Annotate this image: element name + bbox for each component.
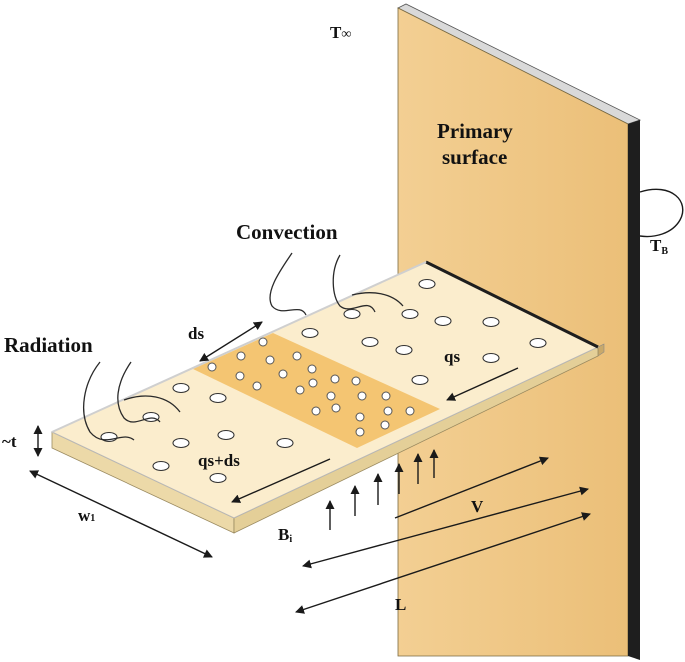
hole	[276, 437, 294, 449]
hole	[207, 362, 217, 372]
radiation-wave	[117, 361, 161, 423]
radiation-wave	[83, 361, 135, 441]
bi-label: Bi	[278, 525, 292, 545]
hole	[308, 378, 318, 388]
hole	[381, 391, 391, 401]
hole	[383, 406, 393, 416]
hole	[401, 308, 419, 320]
plate-back-edge	[425, 260, 599, 349]
hole	[355, 427, 365, 437]
hole	[307, 364, 317, 374]
hole	[265, 355, 275, 365]
convection-label: Convection	[236, 220, 338, 244]
hole	[292, 351, 302, 361]
w1-subscript: 1	[90, 513, 95, 524]
hole	[209, 472, 227, 484]
qs-ds-arrow	[231, 458, 331, 503]
convection-wave	[269, 252, 307, 316]
hole	[331, 403, 341, 413]
qs-label: qs	[444, 347, 460, 366]
hole	[482, 316, 500, 328]
hole	[295, 385, 305, 395]
hole	[343, 308, 361, 320]
hole	[482, 352, 500, 364]
plate-holes	[100, 278, 547, 484]
ds-label: ds	[188, 324, 204, 343]
hole	[172, 437, 190, 449]
hole	[405, 406, 415, 416]
bi-subscript: i	[289, 534, 292, 545]
l-label: L	[395, 595, 406, 614]
hole	[411, 374, 429, 386]
w1-label: w1	[78, 506, 95, 525]
t-infinity-symbol: ∞	[341, 27, 351, 42]
hole	[361, 336, 379, 348]
hole	[355, 412, 365, 422]
hole	[326, 391, 336, 401]
hole	[217, 429, 235, 441]
radiation-wave	[123, 395, 181, 413]
thickness-label: ~t	[2, 432, 17, 451]
convection-wave	[332, 254, 376, 313]
hole	[152, 460, 170, 472]
plate-element-ds	[193, 333, 440, 448]
hole	[434, 315, 452, 327]
hole	[236, 351, 246, 361]
tb-indicator-loop	[639, 188, 684, 238]
hole	[357, 391, 367, 401]
v-label: V	[471, 497, 484, 516]
hole	[418, 278, 436, 290]
radiation-waves	[83, 361, 181, 441]
convection-wave	[351, 292, 404, 307]
w1-arrow	[29, 470, 213, 558]
l-arrow	[295, 512, 591, 614]
tb-label: TB	[650, 236, 668, 257]
hole	[209, 392, 227, 404]
convection-waves	[269, 252, 404, 316]
hole	[301, 327, 319, 339]
ds-arrow	[199, 321, 263, 362]
hole	[330, 374, 340, 384]
hole	[311, 406, 321, 416]
primary-surface-label-line1: Primary	[437, 119, 513, 143]
hole	[395, 344, 413, 356]
hole	[235, 371, 245, 381]
qs-arrow	[446, 367, 519, 401]
t-infinity-label: T∞	[330, 23, 351, 42]
wall-side-edge	[628, 120, 640, 660]
hole	[351, 376, 361, 386]
hole	[142, 411, 160, 423]
hole	[252, 381, 262, 391]
hole	[380, 420, 390, 430]
hole	[529, 337, 547, 349]
hole	[278, 369, 288, 379]
tb-subscript: B	[661, 246, 668, 257]
qs-ds-label: qs+ds	[198, 451, 240, 470]
hole	[172, 382, 190, 394]
element-holes	[207, 337, 415, 437]
hole	[258, 337, 268, 347]
radiation-label: Radiation	[4, 333, 93, 357]
primary-surface-label-line2: surface	[442, 145, 507, 169]
